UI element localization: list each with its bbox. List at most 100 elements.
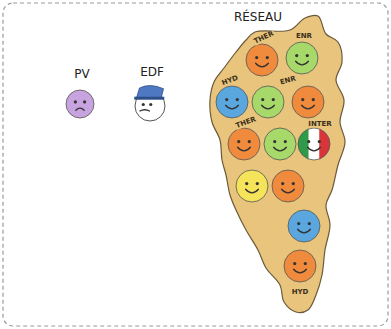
eye xyxy=(284,140,287,143)
mouth xyxy=(256,63,269,67)
eye xyxy=(293,262,296,265)
face-group xyxy=(228,128,260,160)
shape-outline xyxy=(66,90,94,118)
producer-circle xyxy=(236,170,268,202)
circle-body xyxy=(236,170,268,202)
producer-circle: HYD xyxy=(284,250,316,282)
face-group xyxy=(284,250,316,282)
mouth xyxy=(302,105,315,109)
node-heading: RÉSEAU xyxy=(234,11,282,23)
mouth xyxy=(282,189,295,193)
hat-brim xyxy=(134,97,164,100)
circle-body xyxy=(252,86,284,118)
face-group xyxy=(66,90,94,118)
producer-circle: THER xyxy=(228,128,260,160)
circle-body xyxy=(288,210,320,242)
mouth xyxy=(298,229,311,233)
producer-circle xyxy=(272,170,304,202)
eye xyxy=(245,182,248,185)
eye xyxy=(308,222,311,225)
circle-body xyxy=(66,90,94,118)
eye xyxy=(149,103,152,106)
circle-body xyxy=(286,42,318,74)
flag-band xyxy=(309,128,320,160)
node-heading: PV xyxy=(74,68,89,80)
face-group xyxy=(298,128,330,160)
police-hat xyxy=(137,86,164,98)
producer-circle: ENR xyxy=(286,42,318,74)
eye xyxy=(272,98,275,101)
eye xyxy=(266,56,269,59)
mouth xyxy=(76,108,84,110)
producer-circle: THER xyxy=(246,44,278,76)
network-region: THERENRHYDENRTHERINTERHYDRÉSEAU xyxy=(205,8,350,320)
mouth xyxy=(308,147,321,151)
eye xyxy=(142,103,145,106)
face-group xyxy=(216,86,248,118)
mouth xyxy=(294,269,307,273)
circle-body xyxy=(272,170,304,202)
eye xyxy=(306,54,309,57)
eye xyxy=(318,140,321,143)
eye xyxy=(248,140,251,143)
shape-outline xyxy=(135,91,165,121)
mouth xyxy=(246,189,259,193)
face-group xyxy=(134,86,165,121)
source-label: INTER xyxy=(307,121,332,128)
mouth xyxy=(296,61,309,65)
eye xyxy=(312,98,315,101)
eye xyxy=(273,140,276,143)
circle-body xyxy=(246,44,278,76)
source-label: ENR xyxy=(295,33,313,40)
eye xyxy=(236,98,239,101)
face-group xyxy=(252,86,284,118)
interconnect-circle: INTER xyxy=(298,128,330,160)
circle-border xyxy=(298,128,330,160)
mouth xyxy=(226,105,239,109)
eye xyxy=(256,182,259,185)
flag xyxy=(298,128,330,160)
eye xyxy=(261,98,264,101)
eye xyxy=(255,56,258,59)
circle-body xyxy=(284,250,316,282)
producer-circle xyxy=(264,128,296,160)
flag-band xyxy=(319,128,330,160)
eye xyxy=(301,98,304,101)
mouth xyxy=(262,105,275,109)
flag-band xyxy=(298,128,309,160)
face-group xyxy=(286,42,318,74)
shape-outline xyxy=(246,44,278,76)
producer-circle xyxy=(288,210,320,242)
producer-circle: ENR xyxy=(252,86,284,118)
shape-outline xyxy=(298,128,330,160)
dashed-frame xyxy=(3,3,388,326)
circle-body xyxy=(216,86,248,118)
eye xyxy=(292,182,295,185)
eye xyxy=(83,100,86,103)
edf-character: EDF xyxy=(135,91,165,121)
eye xyxy=(281,182,284,185)
face-group xyxy=(246,44,278,76)
circle-body xyxy=(228,128,260,160)
region-outline xyxy=(210,15,345,312)
shape-outline xyxy=(286,42,318,74)
producer-circle: HYD xyxy=(216,86,248,118)
eye xyxy=(297,222,300,225)
mouth xyxy=(238,147,251,151)
node-heading: EDF xyxy=(140,66,164,78)
circle-body xyxy=(292,86,324,118)
producer-circle xyxy=(292,86,324,118)
source-label: HYD xyxy=(291,289,310,296)
circle-body xyxy=(264,128,296,160)
mouth xyxy=(274,147,287,151)
eye xyxy=(225,98,228,101)
shape-outline xyxy=(252,86,284,118)
eye xyxy=(295,54,298,57)
eye xyxy=(307,140,310,143)
pv-character: PV xyxy=(66,90,94,118)
mustache xyxy=(140,110,151,112)
eye xyxy=(237,140,240,143)
eye xyxy=(74,100,77,103)
shape-outline xyxy=(216,86,248,118)
shape-outline xyxy=(284,250,316,282)
